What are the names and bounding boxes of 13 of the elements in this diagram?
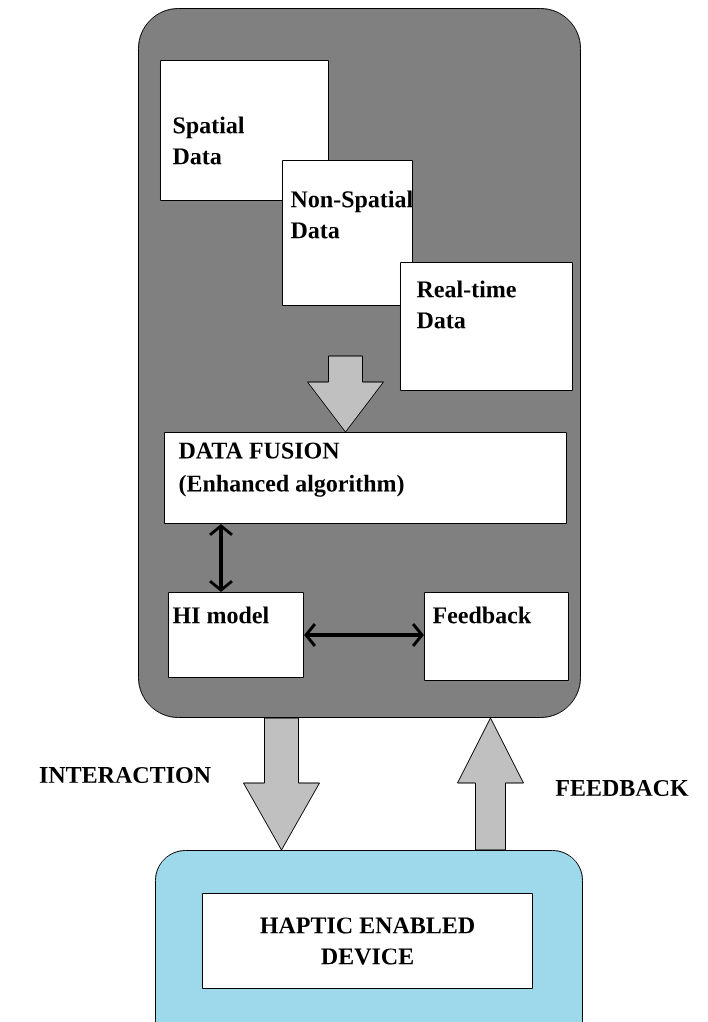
data-box: Non-Spatial Data (282, 160, 413, 306)
process-box: HI model (168, 592, 304, 678)
device-label-box: HAPTIC ENABLED DEVICE (202, 893, 533, 989)
process-box: DATA FUSION (Enhanced algorithm) (164, 432, 567, 524)
double-arrow (304, 623, 424, 647)
edge-label: FEEDBACK (555, 779, 689, 797)
double-arrow (209, 524, 233, 592)
block-arrow (243, 717, 320, 851)
block-arrow (307, 355, 384, 433)
data-box: Real-time Data (400, 262, 573, 391)
process-box: Feedback (424, 592, 569, 681)
block-arrow (457, 717, 524, 851)
edge-label: INTERACTION (39, 766, 211, 784)
